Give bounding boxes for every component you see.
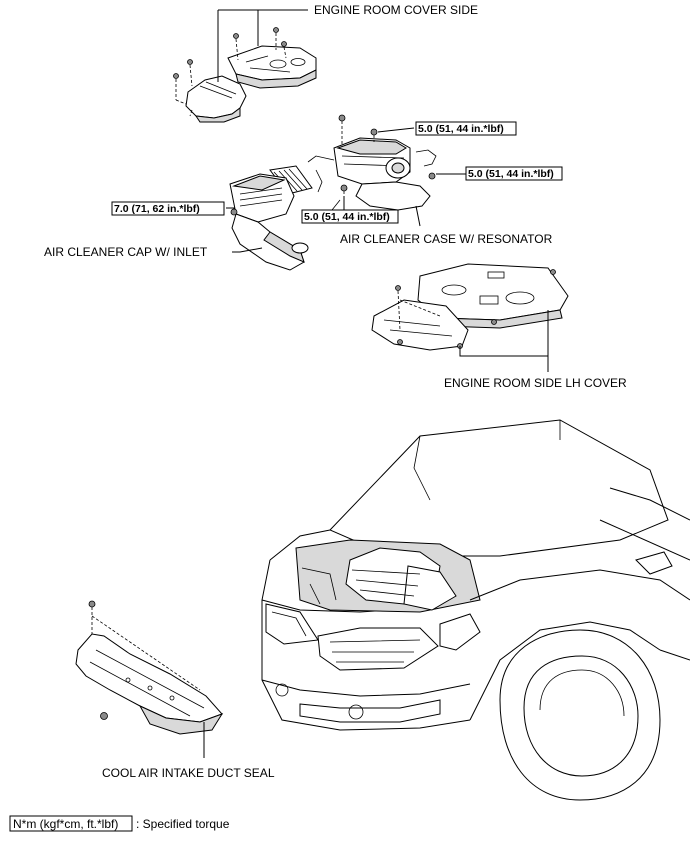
lh-cover-clip-1: [395, 285, 401, 331]
label-cool-air-intake-duct-seal: COOL AIR INTAKE DUCT SEAL: [102, 766, 275, 780]
air-cleaner-case-part: [302, 114, 466, 227]
lh-cover-clip-2: [550, 269, 556, 275]
svg-text:5.0 (51, 44 in.*lbf): 5.0 (51, 44 in.*lbf): [468, 168, 554, 180]
cover-clip-4: [273, 27, 279, 50]
cover-clip-3: [233, 33, 239, 61]
engine-room-cover-side-part: [173, 9, 317, 123]
cap-bolt: [230, 208, 238, 216]
label-air-cleaner-case: AIR CLEANER CASE W/ RESONATOR: [340, 232, 553, 246]
svg-text:5.0 (51, 44 in.*lbf): 5.0 (51, 44 in.*lbf): [304, 211, 390, 223]
legend-unit-box: [9, 815, 133, 832]
air-cleaner-cap-part: [226, 165, 313, 271]
seal-clip-bottom: [100, 712, 108, 720]
case-bolt-right: [428, 172, 436, 180]
cover-clip-5: [281, 41, 287, 59]
engine-room-side-lh-cover-part: [371, 263, 569, 372]
torque-box-case-right: 5.0 (51, 44 in.*lbf): [465, 166, 563, 181]
label-engine-room-side-lh-cover: ENGINE ROOM SIDE LH COVER: [444, 376, 627, 390]
legend-description: : Specified torque: [136, 817, 230, 831]
case-bolt-top-2: [370, 128, 378, 142]
cover-clip-2: [187, 59, 193, 87]
torque-box-case-top: 5.0 (51, 44 in.*lbf): [415, 121, 517, 136]
car-illustration: [261, 419, 690, 801]
legend: N*m (kgf*cm, ft.*lbf) : Specified torque: [9, 815, 230, 832]
label-engine-room-cover-side: ENGINE ROOM COVER SIDE: [314, 3, 478, 17]
svg-text:5.0 (51, 44 in.*lbf): 5.0 (51, 44 in.*lbf): [418, 123, 504, 135]
torque-box-cap: 7.0 (71, 62 in.*lbf): [111, 201, 225, 216]
cover-clip-1: [173, 73, 179, 100]
case-bolt-top-1: [338, 114, 346, 144]
label-air-cleaner-cap: AIR CLEANER CAP W/ INLET: [44, 245, 208, 259]
svg-text:7.0 (71, 62 in.*lbf): 7.0 (71, 62 in.*lbf): [114, 203, 200, 215]
torque-box-case-bottom: 5.0 (51, 44 in.*lbf): [301, 209, 399, 224]
cool-air-intake-duct-seal-part: [75, 600, 224, 758]
legend-unit-text: N*m (kgf*cm, ft.*lbf): [13, 817, 118, 831]
